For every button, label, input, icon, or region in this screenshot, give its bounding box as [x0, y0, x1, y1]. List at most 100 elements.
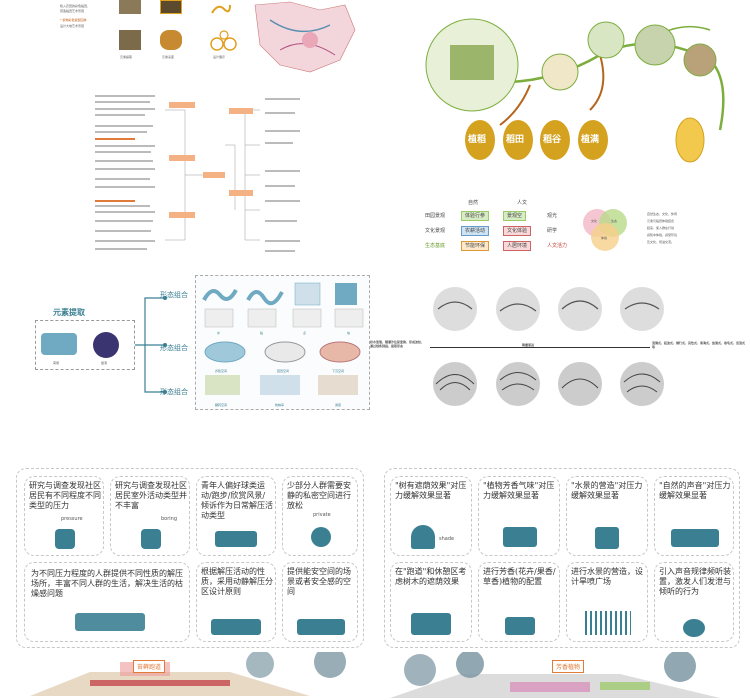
relief-card-6-text: 进行芳香(花卉/果香/草香)植物的配置 — [483, 567, 556, 586]
relief-card-8-text: 引入声音规律频听装置，激发人们发泄与倾听的行为 — [659, 567, 731, 596]
bottom-label-right: 芳香植物 — [552, 660, 585, 673]
relief-card-2: "植物芳香气味"对压力缓解效果显著 — [478, 476, 560, 556]
row-c-3: 人文活力 — [547, 243, 568, 249]
row-label-2: 文化景观 — [425, 228, 446, 234]
q1-note-3: * 植物彩色造型园林 — [60, 18, 87, 22]
stress-card-5: 为不同压力程度的人群提供不同性质的解压场所，丰富不同人群的生活，解决生活的枯燥感… — [24, 562, 190, 642]
stress-card-1-tag: pressure — [61, 516, 83, 522]
person-bored-icon — [141, 529, 161, 549]
thumb-1 — [119, 0, 141, 14]
row-b-1: 景观空 — [503, 211, 527, 221]
row1-label-1: 水 — [217, 331, 221, 335]
thumb-label-2: 元素演变 — [162, 55, 175, 59]
row-a-2: 农耕活动 — [461, 226, 490, 236]
row3-label-2: 枕映亭 — [275, 403, 285, 407]
aroma-icon — [503, 527, 537, 547]
side-text-1: 自然生态、文化、休闲 — [647, 212, 678, 216]
lotus-label: 荷塘 — [53, 361, 60, 365]
sport-icon — [215, 531, 257, 547]
stress-card-1-text: 研究与调查发现社区居民有不同程度不同类型的压力 — [29, 481, 101, 510]
extract-box — [35, 320, 135, 370]
q1-note-2: 营造稻田艺术景观 — [60, 9, 85, 13]
flower-icon — [505, 617, 535, 635]
relief-card-5: 在"跑道"和休憩区考虑树木的遮荫效果 — [390, 562, 472, 642]
thumb-label-1: 元素提取 — [120, 55, 133, 59]
row3-label-1: 翻转空间 — [215, 403, 228, 407]
ripple-right-text: 涟漪式，起波式，倒行式，亮性式，青海式，放滚式，卷毛式，双涟式等 — [652, 341, 746, 349]
side-text-2: 元素与稻田体验结合 — [647, 219, 675, 223]
row-c-1: 观光 — [547, 213, 558, 219]
q1-note-4: 设计大地艺术景观 — [60, 24, 85, 28]
seed-label-1: 植稻 — [468, 135, 487, 145]
row1-shapes — [202, 282, 357, 306]
illustration-left — [30, 652, 346, 696]
ripple-left-text: 积水涨落，随潮汐往复变换，形成波纹，通过线条刻画，提取形态 — [370, 340, 425, 348]
relief-card-2-text: "植物芳香气味"对压力缓解效果显著 — [483, 481, 555, 500]
row1b-shapes — [204, 308, 364, 328]
relief-card-1-tag: shade — [439, 536, 455, 542]
safe-space-icons — [297, 619, 345, 635]
stress-card-7-text: 提供能安空间的场景或者安全感的空间 — [287, 567, 351, 596]
ripple-patterns: 积水涨落，随潮汐往复变换，形成波纹，通过线条刻画，提取形态 稀缓渐进 涟漪式，起… — [370, 285, 750, 415]
row1-label-4: 块 — [347, 331, 351, 335]
stress-card-3: 青年人偏好球类运动/跑步/欣赏风景/倾诉作为日常解压活动类型 — [196, 476, 276, 556]
thumb-5 — [210, 30, 238, 52]
relief-card-4: "自然的声音"对压力缓解效果显著 — [654, 476, 734, 556]
extract-title: 元素提取 — [53, 308, 85, 317]
group-label-3: 形态组合 — [160, 388, 188, 396]
person-stress-icon — [55, 529, 75, 549]
stress-card-6-text: 根据解压活动的性质，采用动静解压分区设计原则 — [201, 567, 273, 596]
row-b-3: 人居环境 — [503, 241, 532, 251]
relief-card-1: "树有遮荫效果"对压力缓解效果显著 shade — [390, 476, 472, 556]
stress-card-2: 研究与调查发现社区居民室外活动类型并不丰富 boring — [110, 476, 190, 556]
row3-label-3: 通官 — [335, 403, 342, 407]
stress-card-4-tag: private — [313, 512, 331, 518]
group-label-1: 形态组合 — [160, 291, 188, 299]
illustration-right — [390, 652, 720, 698]
thumb-label-3: 设计展示 — [213, 55, 226, 59]
thumb-2 — [160, 0, 182, 14]
sound-icon — [671, 529, 719, 547]
side-text-3: 起来，使人群在行动 — [647, 226, 675, 230]
relief-card-7-text: 进行水景的营造，设计旱喷广场 — [571, 567, 643, 586]
row-label-1: 田园景观 — [425, 213, 446, 219]
side-text-5: 及文化，增进交流。 — [647, 240, 675, 244]
ripple-axis — [430, 347, 650, 348]
stress-card-2-tag: boring — [161, 516, 178, 522]
stress-card-4-text: 少部分人群需要安静的私密空间进行放松 — [287, 481, 351, 510]
group-label-2: 形态组合 — [160, 344, 188, 352]
row-b-2: 文化体验 — [503, 226, 532, 236]
stress-card-1: 研究与调查发现社区居民有不同程度不同类型的压力 pressure — [24, 476, 104, 556]
tree-shade-icon — [411, 525, 435, 549]
row1-label-2: 稻 — [260, 331, 264, 335]
stress-card-4: 少部分人群需要安静的私密空间进行放松 private — [282, 476, 358, 556]
row-label-3: 生态基底 — [425, 243, 446, 249]
seed-label-3: 稻谷 — [543, 135, 562, 145]
tree-run-icon — [411, 613, 451, 635]
row1-label-3: 点 — [303, 331, 307, 335]
relief-card-6: 进行芳香(花卉/果香/草香)植物的配置 — [478, 562, 560, 642]
stress-card-7: 提供能安空间的场景或者安全感的空间 — [282, 562, 358, 642]
stress-card-6: 根据解压活动的性质，采用动静解压分区设计原则 — [196, 562, 276, 642]
row3-shapes — [205, 375, 358, 395]
water-jet-icon — [585, 611, 631, 635]
row-a-1: 体验行参 — [461, 211, 490, 221]
vortex-image — [93, 332, 119, 358]
relief-card-1-text: "树有遮荫效果"对压力缓解效果显著 — [395, 481, 467, 500]
stress-card-2-text: 研究与调查发现社区居民室外活动类型并不丰富 — [115, 481, 187, 510]
relief-card-3: "水景的营造"对压力缓解效果显著 — [566, 476, 648, 556]
thumb-6 — [210, 0, 232, 14]
row2-shapes — [204, 341, 361, 363]
element-extraction: 元素提取 荷塘 旋涡 形态组合 形态组合 形态组合 水 稻 点 块 养殖空间 回… — [35, 275, 370, 415]
q1-collage: 元素提取 元素演变 设计展示 植入农田的彩色稻田， 营造稻田艺术景观 * 植物彩… — [60, 0, 360, 80]
spiral-graphic — [210, 30, 237, 51]
thumb-3 — [119, 30, 141, 50]
ear-icon — [683, 619, 705, 637]
seed-label-4: 植满 — [581, 135, 600, 145]
stress-card-3-text: 青年人偏好球类运动/跑步/欣赏风景/倾诉作为日常解压活动类型 — [201, 481, 273, 520]
seed-mindmap — [425, 18, 725, 163]
ripple-row-top — [433, 287, 664, 331]
vortex-label: 旋涡 — [101, 361, 108, 365]
nature-culture-diagram: 自然 人文 田园景观 体验行参 景观空 观光 文化景观 农耕活动 文化体验 研学… — [425, 200, 745, 270]
relief-card-7: 进行水景的营造，设计旱喷广场 — [566, 562, 648, 642]
